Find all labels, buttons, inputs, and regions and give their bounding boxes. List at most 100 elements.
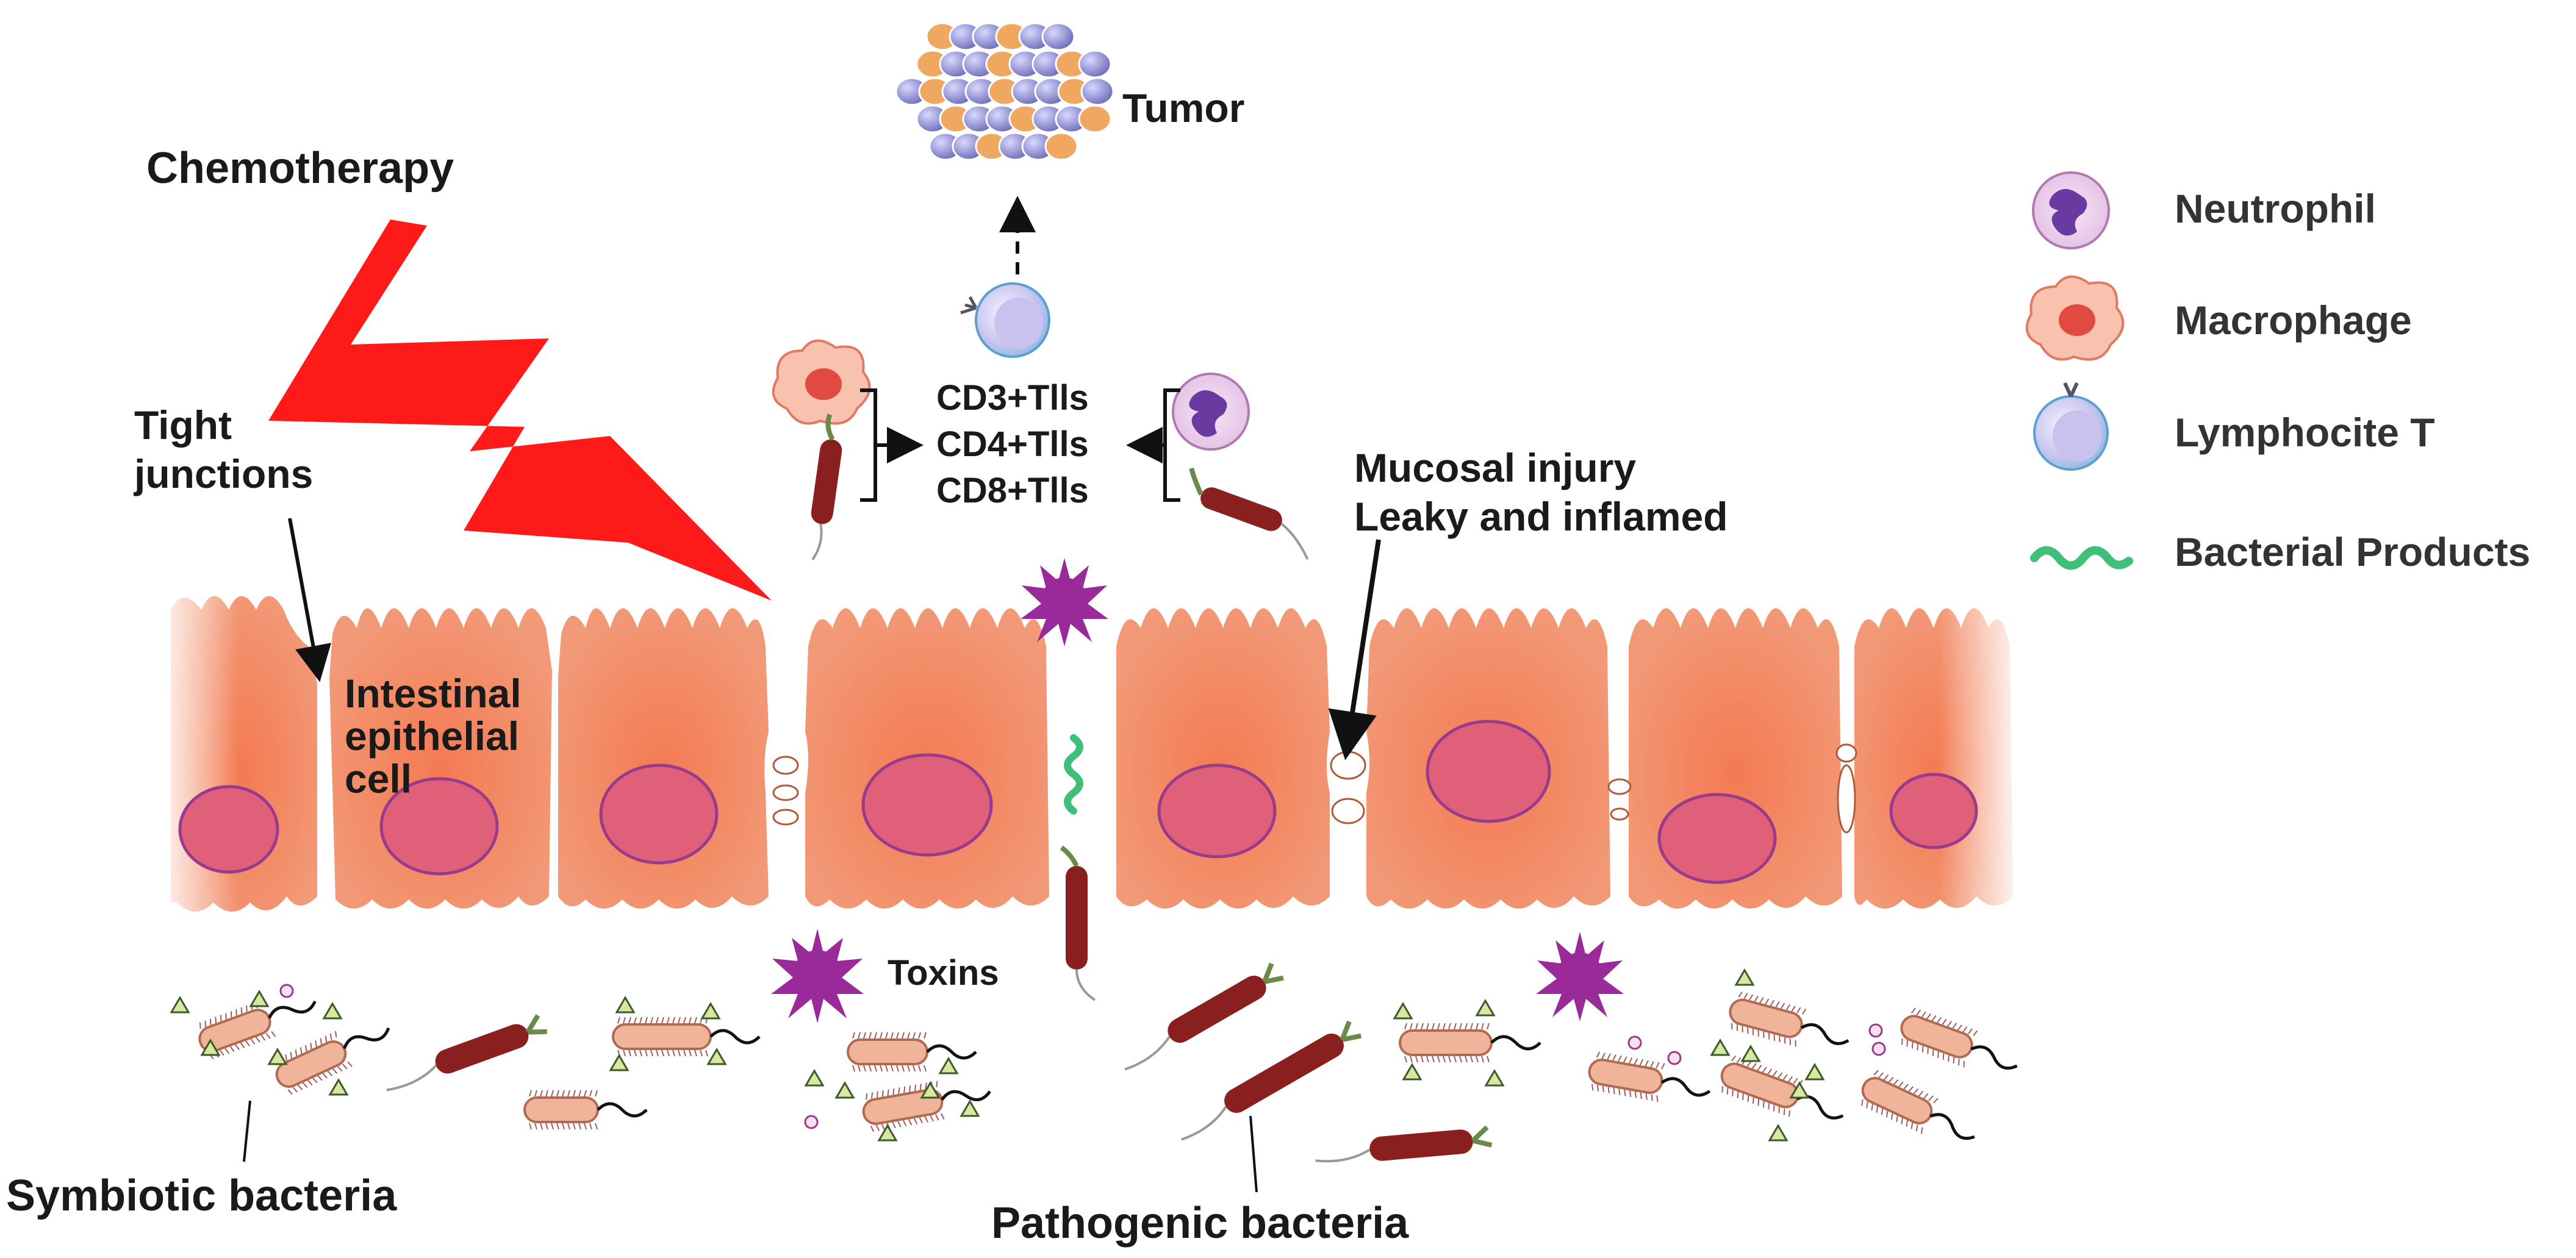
bacterial-vesicle: [1627, 1035, 1642, 1050]
nucleus: [599, 763, 719, 865]
pathogenic-bacterium: [1060, 845, 1096, 1001]
leaky-gap: [1607, 778, 1632, 795]
bacterial-vesicle: [1871, 1042, 1886, 1056]
symbiotic-bacterium: [1720, 1055, 1844, 1120]
bacterial-antigen: [322, 1002, 343, 1020]
nucleus: [861, 753, 993, 857]
nucleus: [178, 785, 279, 874]
leaky-gap: [1837, 764, 1856, 834]
bacterial-antigen: [200, 1038, 221, 1056]
bacterial-antigen: [615, 996, 636, 1013]
leaky-gap: [1331, 798, 1365, 824]
bacterial-vesicle: [279, 984, 294, 998]
bacterial-antigen: [1484, 1069, 1505, 1087]
tumor-cell: [1044, 132, 1078, 161]
left-bracket: [860, 388, 877, 502]
mucosal-injury-pointer: [1328, 539, 1381, 760]
bacterial-antigen: [1710, 1038, 1731, 1056]
tight-junctions-label-line2: junctions: [133, 451, 313, 496]
nucleus: [1157, 763, 1277, 859]
bacterial-antigen: [1789, 1081, 1810, 1099]
tumor-cell: [1078, 49, 1112, 79]
intestinal-cell-label-line2: epithelial: [345, 713, 519, 759]
symbiotic-bacterium: [1729, 991, 1849, 1047]
leaky-gap: [1835, 743, 1857, 763]
chemotherapy-label: Chemotherapy: [146, 144, 454, 193]
symbiotic-bacterium: [275, 1027, 390, 1095]
toxin-particle: [1536, 932, 1624, 1021]
neutrophil-cell: [1172, 373, 1250, 451]
bacterial-product-squiggle: [1064, 734, 1083, 815]
symbiotic-bacterium: [612, 1017, 761, 1057]
legend: Neutrophil Macrophage Lymphocite T Bacte…: [2025, 171, 2530, 574]
intestinal-cell-label-line3: cell: [345, 756, 412, 801]
pathogenic-pointer: [1249, 1115, 1258, 1193]
mucosal-injury-label-line2: Leaky and inflamed: [1354, 494, 1728, 539]
legend-label: Bacterial Products: [2175, 529, 2530, 574]
bacterial-products-icon: [2030, 546, 2133, 570]
macrophage-cell: [772, 339, 871, 425]
bacterial-antigen: [960, 1099, 980, 1117]
pathogenic-bacteria-label: Pathogenic bacteria: [991, 1199, 1409, 1248]
cd4-label: CD4+Tlls: [936, 424, 1089, 464]
bacterial-vesicle: [1667, 1051, 1682, 1065]
symbiotic-bacterium: [1861, 1070, 1975, 1140]
nucleus: [1889, 773, 1978, 849]
bacterial-antigen: [1740, 1045, 1761, 1062]
symbiotic-bacterium: [847, 1032, 977, 1072]
symbiotic-bacterium: [1399, 1023, 1541, 1063]
pathogenic-bacterium: [1124, 962, 1284, 1071]
bacterial-antigen: [804, 1069, 825, 1087]
legend-label: Macrophage: [2175, 298, 2412, 343]
edge-fade-right: [1940, 585, 2025, 927]
bacterial-antigen: [1734, 968, 1755, 986]
bacterial-antigen: [1475, 999, 1496, 1017]
leaky-gap: [772, 784, 799, 801]
bacterial-antigen: [938, 1057, 959, 1074]
pathogenic-bacterium: [386, 1014, 547, 1092]
leaky-gap: [1330, 751, 1366, 780]
tumor-cell: [1041, 22, 1075, 51]
bacterial-antigen: [920, 1081, 941, 1099]
bacterial-antigen: [249, 990, 270, 1007]
bacterial-antigen: [700, 1002, 721, 1020]
chemotherapy-lightning-bolt: [268, 220, 772, 601]
leaky-gap: [772, 756, 799, 775]
bacterial-antigen: [328, 1078, 349, 1096]
pathogenic-bacterium: [811, 413, 842, 561]
bacterial-antigen: [1402, 1063, 1423, 1081]
pathogenic-bacterium: [1189, 467, 1309, 560]
macrophage-icon: [2025, 275, 2125, 361]
bacterial-antigen: [1804, 1063, 1825, 1081]
pathogenic-bacterium: [1315, 1125, 1493, 1163]
edge-fade-left: [152, 585, 238, 927]
mucosal-injury-label-line1: Mucosal injury: [1354, 445, 1636, 490]
symbiotic-bacterium: [198, 999, 317, 1060]
lymphocyte-t-cell: [960, 282, 1050, 358]
bacterial-antigen: [1393, 1002, 1413, 1020]
symbiotic-bacterium: [523, 1090, 648, 1130]
bacterial-vesicle: [804, 1115, 819, 1129]
leaky-gap: [772, 809, 799, 826]
tumor-cell: [1078, 104, 1112, 134]
bacterial-antigen: [267, 1048, 288, 1065]
neutrophil-icon: [2032, 171, 2110, 249]
tight-junction-pointer: [288, 518, 332, 682]
toxin-particle: [1021, 558, 1108, 646]
nucleus: [1657, 793, 1777, 884]
epithelial-cell: [1116, 608, 1330, 909]
nucleus: [1426, 720, 1551, 823]
bacterial-antigen: [834, 1081, 855, 1099]
tumor-label: Tumor: [1122, 85, 1244, 130]
bacterial-antigen: [609, 1054, 630, 1071]
symbiotic-bacterium: [1900, 1007, 2018, 1070]
tumor-cluster: [895, 22, 1114, 161]
nucleus: [379, 777, 499, 876]
bacterial-vesicle: [1868, 1023, 1883, 1038]
tight-junctions-label-line1: Tight: [134, 402, 232, 448]
lymphocyte-t-icon: [2033, 382, 2109, 471]
toxins-label: Toxins: [888, 953, 999, 993]
bacterial-antigen: [1768, 1124, 1788, 1142]
bacterial-antigen: [706, 1048, 727, 1065]
